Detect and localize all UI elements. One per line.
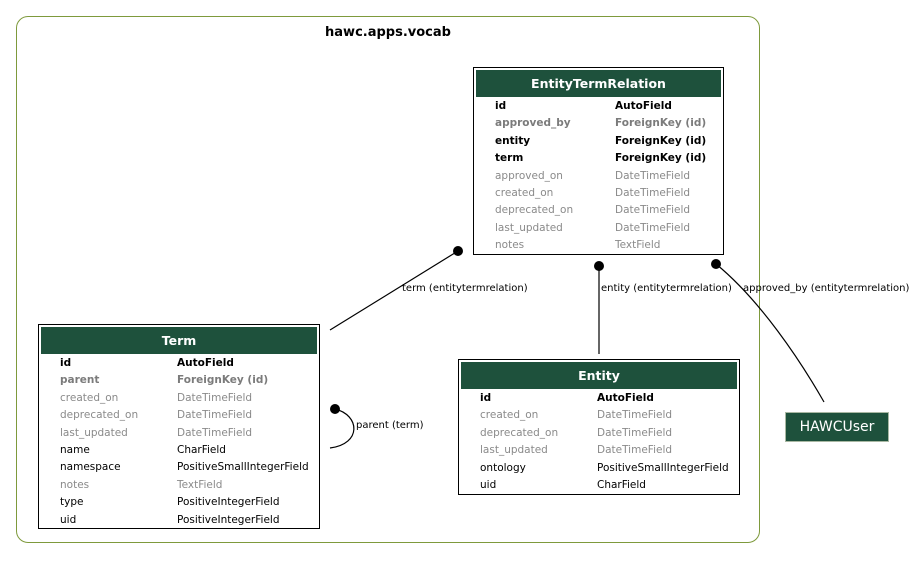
field-type: CharField [177,444,226,456]
field-name: id [60,357,72,369]
field-name: notes [60,478,90,491]
field-name: type [60,496,84,509]
field-row: approved_by ForeignKey (id) [476,115,721,132]
parent-relation-dot [330,404,340,414]
model-title: EntityTermRelation [476,70,721,97]
field-type: DateTimeField [615,169,691,182]
field-type: DateTimeField [615,204,691,217]
field-type: DateTimeField [177,391,253,404]
field-type: TextField [615,239,661,252]
field-name: approved_by [495,117,571,130]
field-row: term ForeignKey (id) [476,150,721,167]
field-row: uid PositiveIntegerField [41,512,317,529]
model-entitytermrelation: EntityTermRelation id AutoField approved_b… [473,67,724,255]
field-row: created_on DateTimeField [41,390,317,407]
app-label: hawc.apps.vocab [325,25,451,40]
app-cluster: hawc.apps.vocab [16,16,760,543]
field-type: ForeignKey (id) [615,117,707,130]
field-name: id [480,392,492,404]
field-row: deprecated_on DateTimeField [41,407,317,424]
field-type: DateTimeField [177,409,253,422]
entity-relation-label: entity (entitytermrelation) [601,283,732,294]
field-name: name [60,444,90,456]
field-type: AutoField [177,357,234,369]
term-relation-label: term (entitytermrelation) [402,283,528,294]
field-name: namespace [60,461,121,474]
field-type: AutoField [615,100,672,112]
external-model-hawcuser: HAWCUser [785,412,889,442]
field-type: ForeignKey (id) [615,134,707,147]
model-title: Entity [461,362,737,389]
field-name: id [495,100,507,112]
field-type: PositiveSmallIntegerField [597,461,729,474]
field-name: deprecated_on [495,204,574,217]
field-name: uid [60,513,77,526]
field-name: created_on [480,409,539,422]
field-type: ForeignKey (id) [615,152,707,165]
field-name: entity [495,134,531,147]
field-row: deprecated_on DateTimeField [461,425,737,442]
parent-relation-label: parent (term) [356,420,424,431]
entity-relation-dot [594,261,604,271]
field-row: created_on DateTimeField [476,185,721,202]
field-name: last_updated [480,444,548,457]
field-name: ontology [480,461,526,474]
field-name: term [495,152,524,165]
field-name: last_updated [60,426,128,439]
field-name: uid [480,479,497,491]
field-row: last_updated DateTimeField [476,220,721,237]
field-name: last_updated [495,221,563,234]
field-row: parent ForeignKey (id) [41,372,317,389]
field-name: notes [495,239,525,252]
field-row: type PositiveIntegerField [41,494,317,511]
field-row: approved_on DateTimeField [476,168,721,185]
field-type: DateTimeField [597,444,673,457]
term-relation-dot [453,246,463,256]
field-row: deprecated_on DateTimeField [476,202,721,219]
field-name: deprecated_on [480,426,559,439]
field-type: PositiveIntegerField [177,513,280,526]
field-type: DateTimeField [615,187,691,199]
field-type: DateTimeField [177,426,253,439]
field-name: approved_on [495,169,563,182]
field-row: name CharField [41,442,317,459]
model-term: Term id AutoField parent ForeignKey (id) cre… [38,324,320,529]
field-type: DateTimeField [615,221,691,234]
field-name: deprecated_on [60,409,139,422]
approved-by-relation-dot [711,259,721,269]
field-row: last_updated DateTimeField [461,442,737,459]
field-type: PositiveSmallIntegerField [177,461,309,474]
field-type: PositiveIntegerField [177,496,280,509]
term-relation-edge [329,250,459,331]
approved-by-relation-edge [715,263,825,403]
field-row: entity ForeignKey (id) [476,133,721,150]
field-name: parent [60,374,100,387]
field-name: created_on [495,187,554,199]
field-row: id AutoField [476,98,721,115]
field-row: notes TextField [476,237,721,254]
field-row: uid CharField [461,477,737,494]
field-row: notes TextField [41,477,317,494]
field-type: AutoField [597,392,654,404]
field-type: DateTimeField [597,409,673,422]
field-row: namespace PositiveSmallIntegerField [41,459,317,476]
model-title: Term [41,327,317,354]
field-type: TextField [177,478,223,491]
field-row: id AutoField [41,355,317,372]
field-row: id AutoField [461,390,737,407]
field-type: ForeignKey (id) [177,374,269,387]
approved-by-relation-label: approved_by (entitytermrelation) [743,283,910,294]
parent-relation-edge [329,408,355,449]
field-name: created_on [60,391,119,404]
field-row: ontology PositiveSmallIntegerField [461,460,737,477]
field-type: CharField [597,479,646,491]
field-type: DateTimeField [597,426,673,439]
field-row: last_updated DateTimeField [41,425,317,442]
field-row: created_on DateTimeField [461,407,737,424]
